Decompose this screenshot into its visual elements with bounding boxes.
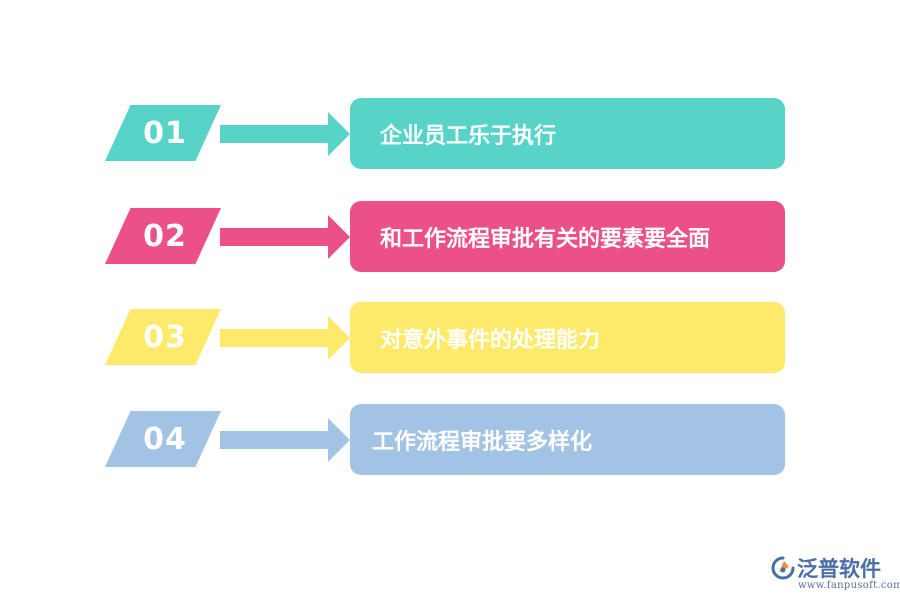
- step-row-3: 03 对意外事件的处理能力: [0, 302, 900, 374]
- fanpu-logo-icon: [771, 556, 795, 580]
- step-description: 对意外事件的处理能力: [380, 327, 601, 353]
- right-arrow-icon: [220, 418, 350, 462]
- brand-url: www.fanpusoft.com: [798, 580, 900, 591]
- brand-logo: 泛普软件 www.fanpusoft.com: [770, 553, 900, 593]
- step-description: 和工作流程审批有关的要素要全面: [380, 226, 711, 252]
- step-number: 01: [143, 115, 187, 151]
- right-arrow-icon: [220, 316, 350, 360]
- logo-icon-dot: [780, 567, 786, 573]
- step-row-2: 02 和工作流程审批有关的要素要全面: [0, 201, 900, 273]
- step-number-tag: 01: [105, 105, 221, 161]
- step-description: 工作流程审批要多样化: [372, 429, 593, 455]
- step-number: 02: [143, 218, 187, 254]
- step-description-bar: 和工作流程审批有关的要素要全面: [350, 201, 785, 272]
- logo-icon-ring: [771, 556, 795, 580]
- step-number: 03: [143, 319, 187, 355]
- step-number-tag: 03: [105, 309, 221, 365]
- step-row-1: 01 企业员工乐于执行: [0, 98, 900, 170]
- step-number-tag: 04: [105, 411, 221, 467]
- step-description-bar: 企业员工乐于执行: [350, 98, 785, 169]
- step-row-4: 04 工作流程审批要多样化: [0, 404, 900, 476]
- step-description-bar: 对意外事件的处理能力: [350, 302, 785, 373]
- step-description-bar: 工作流程审批要多样化: [350, 404, 785, 475]
- brand-name: 泛普软件: [797, 557, 881, 581]
- right-arrow-icon: [220, 215, 350, 259]
- right-arrow-icon: [220, 112, 350, 156]
- step-number-tag: 02: [105, 208, 221, 264]
- step-number: 04: [143, 421, 187, 457]
- step-description: 企业员工乐于执行: [380, 123, 557, 149]
